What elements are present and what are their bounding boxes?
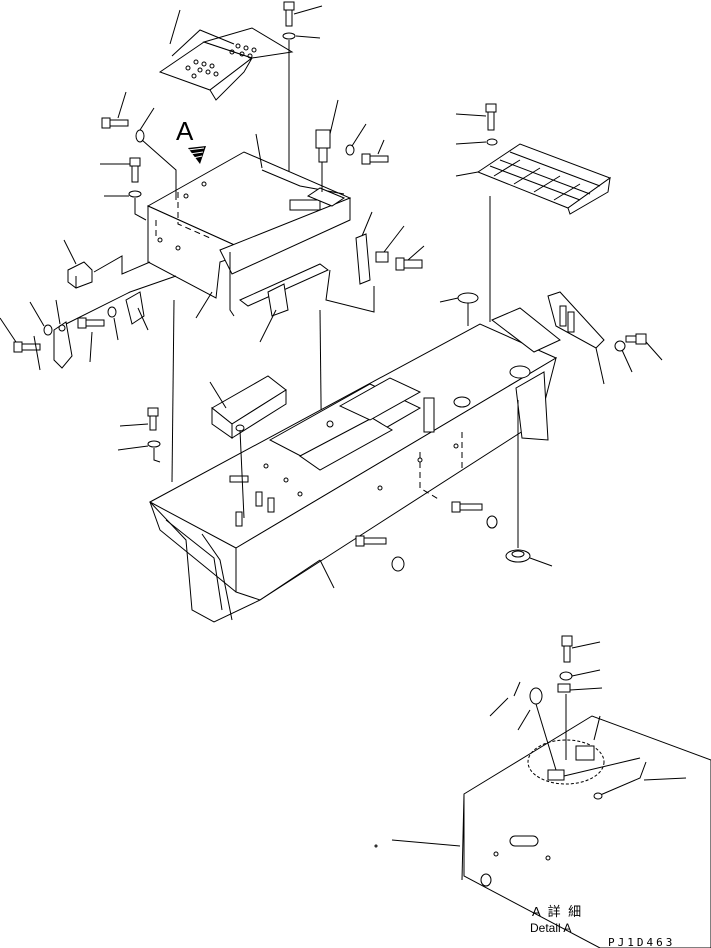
bolt-top xyxy=(282,1,323,198)
grating-lines xyxy=(489,151,601,201)
step-grating xyxy=(455,103,612,322)
control-panel xyxy=(547,291,663,385)
grommet-lower-right xyxy=(505,400,553,567)
frame-bolts xyxy=(355,501,498,572)
drawing-number: PJ1D463 xyxy=(608,936,675,948)
detail-a-label: A 詳 細 xyxy=(532,904,583,919)
plug-cap xyxy=(439,292,479,326)
latch-assembly xyxy=(0,275,177,371)
perforation-holes-left xyxy=(185,59,219,79)
hinge-and-bracket xyxy=(306,99,425,285)
rubber-grommet-left xyxy=(63,239,151,289)
main-frame xyxy=(148,307,561,623)
perforated-cover-plates xyxy=(158,9,294,101)
detail-a-view xyxy=(374,635,711,948)
seat-box-assembly xyxy=(146,133,352,319)
view-arrow-a xyxy=(187,146,206,164)
detail-a-label-en: Detail A xyxy=(530,921,571,935)
perforation-holes-right xyxy=(229,43,257,59)
left-bolts-and-washers xyxy=(100,91,177,221)
tool-box xyxy=(117,299,287,519)
view-label-a: A xyxy=(176,116,194,146)
